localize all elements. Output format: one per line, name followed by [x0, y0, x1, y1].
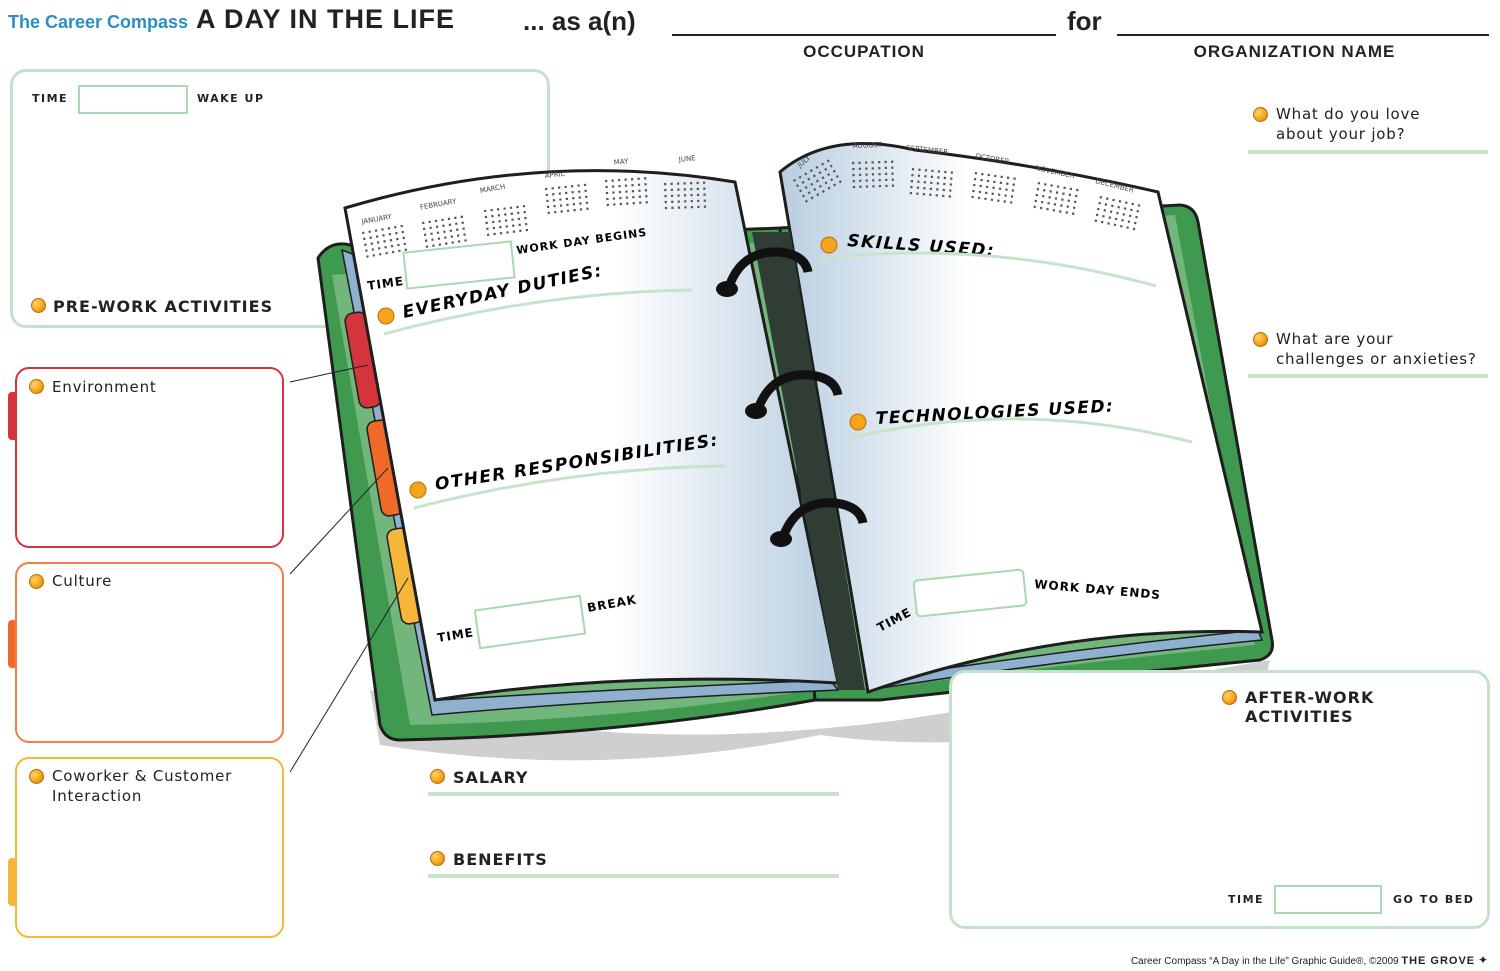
environment-title: Environment — [52, 378, 157, 396]
technologies-bullet-icon — [849, 413, 867, 431]
svg-text:JUNE: JUNE — [677, 154, 696, 164]
svg-text:APRIL: APRIL — [544, 170, 565, 180]
prework-time-label: TIME — [32, 92, 69, 105]
benefits-line[interactable] — [428, 874, 839, 878]
other-resp-line — [413, 464, 726, 510]
for-label: for — [1067, 6, 1102, 36]
love-answer-line[interactable] — [1248, 150, 1488, 154]
prework-bullet-icon — [31, 298, 46, 313]
go-to-bed-label: GO TO BED — [1393, 893, 1475, 906]
footer-credit: Career Compass “A Day in the Life” Graph… — [1131, 953, 1488, 967]
afterwork-bullet-icon — [1222, 690, 1237, 705]
spine — [752, 232, 865, 690]
love-bullet-icon — [1253, 107, 1268, 122]
work-begin-time-input — [402, 240, 516, 290]
ring-mid-end-icon — [745, 403, 767, 419]
challenges-question-line1: What are your — [1276, 330, 1394, 348]
skills-bullet-icon — [820, 236, 838, 254]
calendar-month-dots — [793, 159, 842, 203]
culture-connector — [289, 467, 389, 575]
salary-bullet-icon — [430, 769, 445, 784]
calendar-month-dots — [362, 224, 408, 258]
ring-top-icon — [723, 247, 813, 292]
bed-time-label: TIME — [1228, 893, 1265, 906]
salary-label: SALARY — [453, 768, 529, 787]
afterwork-title: AFTER-WORK ACTIVITIES — [1245, 688, 1375, 726]
afterwork-panel[interactable]: AFTER-WORK ACTIVITIES TIME GO TO BED — [949, 670, 1490, 929]
challenges-question-line2: challenges or anxieties? — [1276, 350, 1477, 368]
footer-credit-text: Career Compass “A Day in the Life” Graph… — [1130, 956, 1399, 967]
environment-bullet-icon — [29, 379, 44, 394]
culture-box[interactable]: Culture — [15, 562, 284, 743]
coworker-title: Coworker & Customer Interaction — [52, 767, 233, 805]
benefits-bullet-icon — [430, 851, 445, 866]
love-question-line1: What do you love — [1276, 105, 1421, 123]
as-a-label: ... as a(n) — [523, 6, 636, 36]
calendar-month-dots — [422, 215, 467, 248]
occupation-field[interactable] — [672, 34, 1056, 36]
brand-title: The Career Compass — [8, 12, 189, 32]
ring-mid-icon — [752, 370, 843, 414]
svg-text:AUGUST: AUGUST — [853, 141, 883, 150]
environment-connector — [289, 364, 369, 383]
ring-top-end-icon — [716, 281, 738, 297]
calendar-month-dots — [484, 204, 529, 237]
calendar-month-dots — [605, 177, 648, 207]
ring-bottom-end-icon — [770, 531, 792, 547]
work-begin-time-label: TIME — [366, 274, 404, 293]
break-time-label: TIME — [436, 625, 475, 645]
footer-company: THE GROVE — [1401, 955, 1476, 967]
calendar-month-dots — [909, 168, 954, 198]
work-end-time-input — [912, 568, 1028, 618]
calendar-month-dots — [664, 181, 707, 210]
calendar-month-dots — [1033, 182, 1079, 215]
svg-text:MAY: MAY — [613, 157, 629, 167]
wake-time-input[interactable] — [78, 85, 188, 114]
right-calendar-dots — [793, 159, 1141, 231]
other-resp-bullet-icon — [409, 481, 427, 499]
everyday-duties-line — [383, 288, 693, 336]
environment-tab-marker — [8, 392, 16, 440]
coworker-connector — [289, 577, 409, 773]
organization-caption: ORGANIZATION NAME — [1193, 42, 1396, 61]
coworker-bullet-icon — [29, 769, 44, 784]
break-time-input — [473, 594, 587, 650]
left-calendar-dots — [362, 177, 707, 258]
bed-time-input[interactable] — [1274, 885, 1382, 914]
coworker-box[interactable]: Coworker & Customer Interaction — [15, 757, 284, 938]
love-question-line2: about your job? — [1276, 125, 1406, 143]
left-page-edges — [341, 248, 840, 716]
prework-title: PRE-WORK ACTIVITIES — [53, 297, 274, 316]
challenges-answer-line[interactable] — [1248, 374, 1488, 378]
calendar-month-dots — [1094, 196, 1141, 231]
calendar-month-dots — [545, 183, 589, 215]
grove-logo-icon: ✦ — [1477, 953, 1488, 967]
wake-up-label: WAKE UP — [197, 92, 265, 105]
page-title: A DAY IN THE LIFE — [196, 4, 456, 34]
culture-bullet-icon — [29, 574, 44, 589]
everyday-duties-bullet-icon — [377, 307, 395, 325]
benefits-label: BENEFITS — [453, 850, 548, 869]
salary-line[interactable] — [428, 792, 839, 796]
occupation-caption: OCCUPATION — [803, 42, 925, 61]
challenges-bullet-icon — [1253, 332, 1268, 347]
environment-box[interactable]: Environment — [15, 367, 284, 548]
calendar-month-dots — [971, 172, 1016, 204]
culture-title: Culture — [52, 572, 113, 590]
technologies-line — [849, 417, 1193, 444]
calendar-month-dots — [852, 160, 895, 189]
coworker-tab-marker — [8, 858, 16, 906]
culture-tab-marker — [8, 620, 16, 668]
ring-bottom-icon — [777, 498, 868, 542]
skills-line — [821, 251, 1157, 288]
organization-field[interactable] — [1117, 34, 1489, 36]
